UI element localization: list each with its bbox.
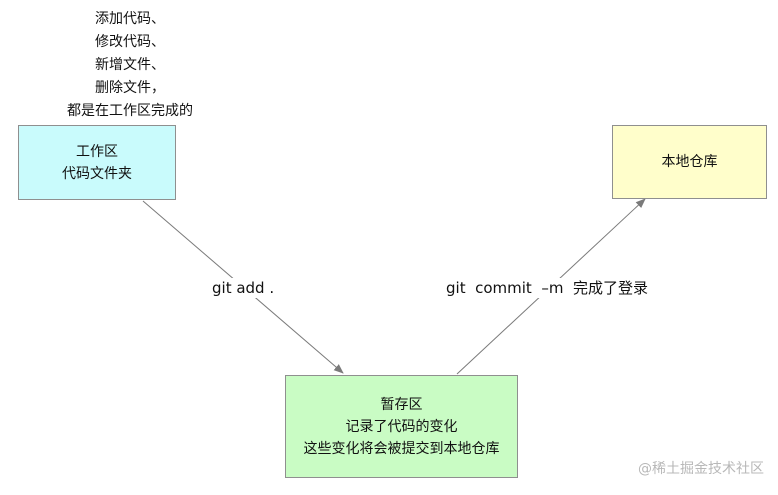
staging-desc-2: 这些变化将会被提交到本地仓库 — [303, 440, 500, 457]
workspace-title: 工作区 — [76, 143, 118, 160]
staging-node: 暂存区 记录了代码的变化 这些变化将会被提交到本地仓库 — [285, 375, 518, 478]
note-line: 添加代码、 — [95, 11, 165, 27]
workspace-node: 工作区 代码文件夹 — [18, 125, 176, 200]
staging-title: 暂存区 — [380, 396, 423, 413]
local-repo-title: 本地仓库 — [661, 154, 718, 170]
git-commit-label: git commit –m 完成了登录 — [446, 278, 648, 298]
note-line: 删除文件， — [95, 80, 165, 96]
workspace-subtitle: 代码文件夹 — [62, 165, 132, 182]
note-line: 都是在工作区完成的 — [67, 103, 193, 119]
staging-desc-1: 记录了代码的变化 — [345, 418, 458, 435]
workspace-note: 添加代码、 修改代码、 新增文件、 删除文件， 都是在工作区完成的 — [30, 8, 230, 123]
watermark: @稀土掘金技术社区 — [638, 461, 764, 477]
local-repo-node: 本地仓库 — [612, 125, 767, 199]
note-line: 新增文件、 — [95, 57, 165, 73]
git-add-label: git add . — [212, 278, 275, 298]
note-line: 修改代码、 — [95, 34, 165, 50]
